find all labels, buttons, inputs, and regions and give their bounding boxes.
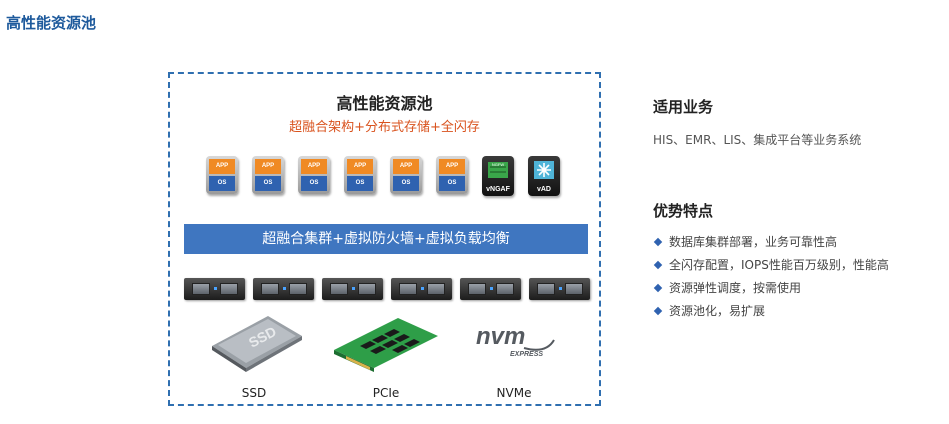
appliance-label-vad: vAD	[536, 186, 551, 193]
advantage-text: 资源弹性调度，按需使用	[669, 281, 802, 295]
vm-os-label: OS	[347, 176, 373, 191]
storage-item-nvme: nvm EXPRESS NVMe	[454, 310, 574, 400]
vm-os-label: OS	[255, 176, 281, 191]
list-item: 全闪存配置，IOPS性能百万级别，性能高	[653, 254, 943, 277]
cluster-bar: 超融合集群+虚拟防火墙+虚拟负载均衡	[184, 224, 588, 254]
info-panel: 适用业务 HIS、EMR、LIS、集成平台等业务系统 优势特点 数据库集群部署，…	[653, 96, 943, 323]
pcie-card-icon	[334, 318, 438, 372]
vm-icon: APP OS	[436, 156, 468, 194]
diamond-bullet-icon	[653, 283, 663, 293]
advantage-text: 全闪存配置，IOPS性能百万级别，性能高	[669, 258, 889, 272]
page-title: 高性能资源池	[6, 14, 97, 32]
vm-row: APP OS APP OS APP OS APP OS APP OS APP O…	[206, 156, 560, 196]
ngfw-graphic: NGFW	[488, 162, 508, 178]
vm-icon: APP OS	[344, 156, 376, 194]
vm-app-label: APP	[439, 159, 465, 174]
diagram-title: 高性能资源池	[336, 94, 433, 113]
vm-app-label: APP	[301, 159, 327, 174]
nvme-logo-icon: nvm EXPRESS	[476, 323, 555, 358]
vm-os-label: OS	[209, 176, 235, 191]
storage-label-ssd: SSD	[241, 386, 267, 400]
use-cases-heading: 适用业务	[653, 98, 714, 116]
storage-item-pcie: PCIe	[326, 310, 446, 400]
svg-text:NGFW: NGFW	[492, 162, 504, 167]
vm-icon: APP OS	[206, 156, 238, 194]
ngfw-icon: NGFW vNGAF	[482, 156, 514, 196]
server-icon	[529, 278, 590, 300]
ssd-icon: SSD	[212, 316, 302, 372]
diamond-bullet-icon	[653, 237, 663, 247]
diamond-bullet-icon	[653, 260, 663, 270]
server-icon	[253, 278, 314, 300]
svg-text:EXPRESS: EXPRESS	[510, 351, 543, 358]
server-icon	[184, 278, 245, 300]
advantages-heading: 优势特点	[653, 202, 714, 220]
use-cases-text: HIS、EMR、LIS、集成平台等业务系统	[653, 133, 862, 147]
list-item: 资源池化，易扩展	[653, 300, 943, 323]
vm-app-label: APP	[393, 159, 419, 174]
vm-os-label: OS	[301, 176, 327, 191]
server-row	[184, 278, 590, 300]
resource-pool-diagram: 高性能资源池 超融合架构+分布式存储+全闪存 APP OS APP OS APP…	[168, 72, 601, 406]
storage-label-nvme: NVMe	[496, 386, 532, 400]
advantage-text: 数据库集群部署，业务可靠性高	[669, 235, 838, 249]
vm-app-label: APP	[255, 159, 281, 174]
diamond-bullet-icon	[653, 306, 663, 316]
vm-app-label: APP	[347, 159, 373, 174]
vm-icon: APP OS	[252, 156, 284, 194]
server-icon	[322, 278, 383, 300]
storage-label-pcie: PCIe	[372, 386, 400, 400]
vad-graphic	[534, 161, 554, 179]
vm-os-label: OS	[393, 176, 419, 191]
diagram-subtitle: 超融合架构+分布式存储+全闪存	[289, 120, 480, 135]
vad-icon: vAD	[528, 156, 560, 196]
appliance-label-vngaf: vNGAF	[486, 186, 510, 193]
svg-text:nvm: nvm	[476, 323, 525, 350]
server-icon	[460, 278, 521, 300]
vm-os-label: OS	[439, 176, 465, 191]
advantages-list: 数据库集群部署，业务可靠性高 全闪存配置，IOPS性能百万级别，性能高 资源弹性…	[653, 231, 943, 323]
vm-icon: APP OS	[298, 156, 330, 194]
list-item: 数据库集群部署，业务可靠性高	[653, 231, 943, 254]
vm-app-label: APP	[209, 159, 235, 174]
storage-item-ssd: SSD SSD	[194, 310, 314, 400]
server-icon	[391, 278, 452, 300]
list-item: 资源弹性调度，按需使用	[653, 277, 943, 300]
advantage-text: 资源池化，易扩展	[669, 304, 766, 318]
vm-icon: APP OS	[390, 156, 422, 194]
